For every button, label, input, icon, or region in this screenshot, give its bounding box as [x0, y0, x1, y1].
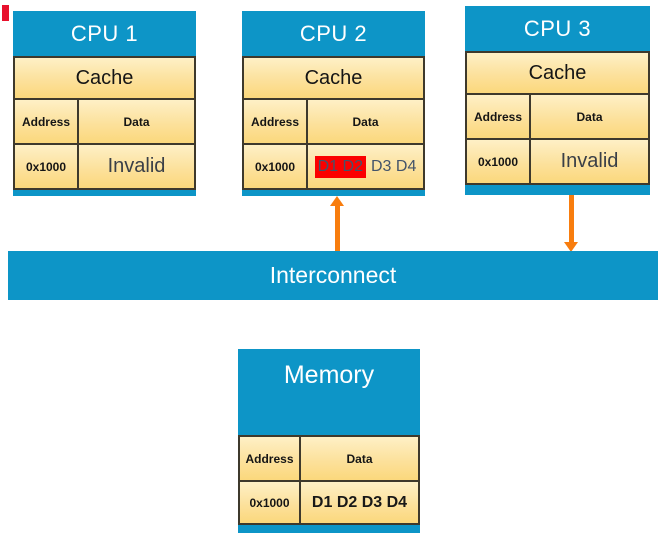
- cpu2-entry-address: 0x1000: [244, 145, 308, 188]
- cpu1-address-header: Address: [15, 100, 79, 143]
- cpu2-table-header: Address Data: [242, 98, 425, 145]
- memory-title: Memory: [283, 361, 375, 389]
- cpu1-entry-data: Invalid: [107, 155, 166, 177]
- cpu3-interconnect-connector: [569, 195, 574, 243]
- cpu2-cache-entry-row: 0x1000 D1 D2 D3 D4: [242, 143, 425, 190]
- memory-data-header: Data: [346, 451, 373, 466]
- cpu2-arrow-up-icon: [330, 196, 344, 206]
- memory-entry-address: 0x1000: [240, 482, 301, 523]
- memory-table-header: Address Data: [238, 435, 420, 482]
- cpu1-title: CPU 1: [70, 20, 139, 46]
- cpu2-data-header: Data: [352, 114, 379, 129]
- cpu3-address-header: Address: [467, 95, 531, 138]
- cpu1-data-header: Data: [123, 114, 150, 129]
- cpu2-data-rest: D3 D4: [371, 157, 417, 175]
- cpu2-cache-label: Cache: [242, 56, 425, 100]
- memory-address-header: Address: [240, 437, 301, 480]
- cpu3-entry-data: Invalid: [560, 150, 619, 172]
- cpu2-title: CPU 2: [299, 20, 368, 46]
- cpu3-title: CPU 3: [523, 15, 592, 41]
- memory-entry-data: D1 D2 D3 D4: [311, 493, 408, 511]
- cpu2-address-header: Address: [244, 100, 308, 143]
- cpu2-interconnect-connector: [335, 205, 340, 251]
- red-fragment: [2, 5, 9, 21]
- cpu1-table-header: Address Data: [13, 98, 196, 145]
- cpu3-table-header: Address Data: [465, 93, 650, 140]
- interconnect-bar: Interconnect: [8, 251, 658, 300]
- memory-entry-row: 0x1000 D1 D2 D3 D4: [238, 480, 420, 525]
- cpu1-box: CPU 1 Cache Address Data 0x1000 Invalid: [13, 11, 196, 196]
- cpu3-cache-label: Cache: [465, 51, 650, 95]
- cpu2-box: CPU 2 Cache Address Data 0x1000 D1 D2 D3…: [242, 11, 425, 196]
- cpu1-cache-label: Cache: [13, 56, 196, 100]
- cpu2-entry-data: D1 D2 D3 D4: [308, 145, 423, 188]
- cpu1-cache-entry-row: 0x1000 Invalid: [13, 143, 196, 190]
- cpu1-entry-address: 0x1000: [15, 145, 79, 188]
- cpu3-box: CPU 3 Cache Address Data 0x1000 Invalid: [465, 6, 650, 195]
- cpu3-entry-address: 0x1000: [467, 140, 531, 183]
- memory-box: Memory Address Data 0x1000 D1 D2 D3 D4: [238, 349, 420, 533]
- cpu3-data-header: Data: [576, 109, 603, 124]
- cpu3-cache-entry-row: 0x1000 Invalid: [465, 138, 650, 185]
- cpu2-data-highlighted: D1 D2: [314, 155, 366, 178]
- cpu3-arrow-down-icon: [564, 242, 578, 252]
- interconnect-label: Interconnect: [269, 262, 397, 288]
